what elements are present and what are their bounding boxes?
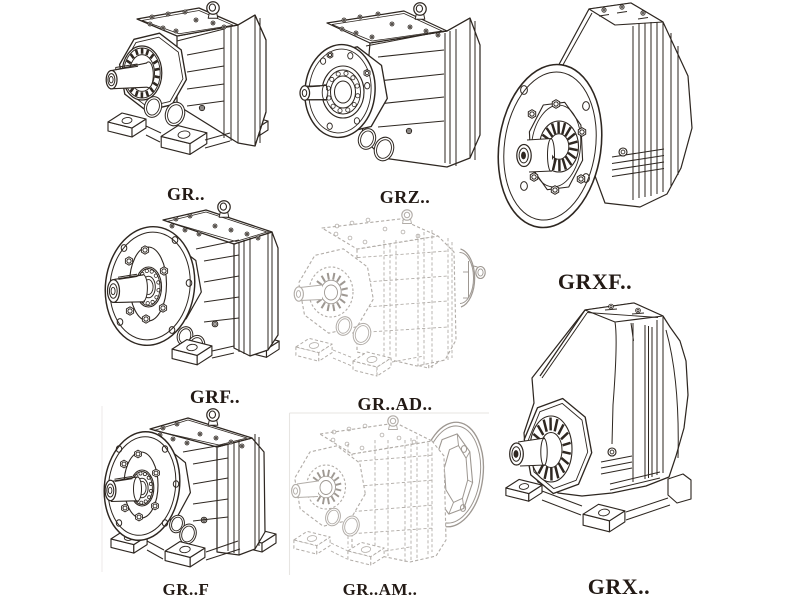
svg-text:GR..: GR.. [167, 184, 205, 204]
svg-text:GRX..: GRX.. [588, 574, 650, 599]
svg-text:GRZ..: GRZ.. [380, 187, 431, 207]
svg-text:GR..AD..: GR..AD.. [358, 394, 433, 414]
svg-text:GRF..: GRF.. [190, 387, 240, 408]
svg-text:GRXF..: GRXF.. [558, 269, 632, 294]
svg-text:GR..F: GR..F [163, 580, 210, 599]
svg-text:GR..AM..: GR..AM.. [343, 580, 418, 599]
